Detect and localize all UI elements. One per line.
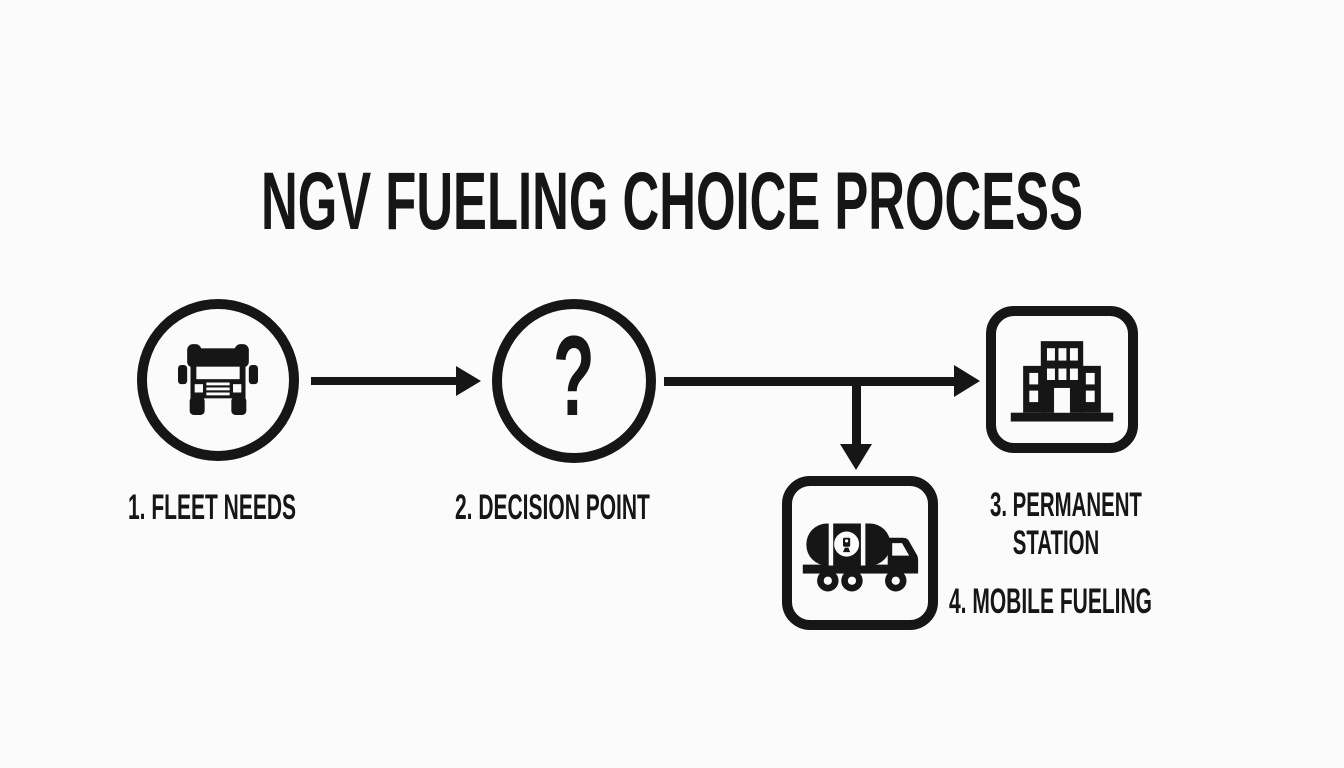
arrow-right-icon [954,365,980,397]
node-label-mobile-fueling: 4. MOBILE FUELING [949,582,1153,621]
edge-fleet-to-decision-line [311,377,461,385]
page-title: NGV FUELING CHOICE PROCESS [0,155,1344,247]
arrow-down-icon [840,444,872,470]
node-label-fleet-needs: 1. FLEET NEEDS [128,488,297,527]
tanker-truck-icon [802,523,919,592]
question-mark-glyph: ? [553,313,595,440]
edge-decision-to-permanent-line [664,377,959,386]
node-fleet-needs [137,299,299,461]
page-title-text: NGV FUELING CHOICE PROCESS [260,155,1084,247]
building-icon [1010,340,1114,422]
node-label-decision-point: 2. DECISION POINT [455,488,650,527]
truck-front-icon [178,344,258,415]
edge-decision-to-mobile-line [852,377,861,447]
node-decision-point: ? [492,299,656,463]
node-mobile-fueling [782,476,938,630]
arrow-right-icon [456,366,481,396]
node-permanent-station [986,306,1138,453]
node-label-permanent-station: 3. PERMANENT STATION [990,486,1142,563]
